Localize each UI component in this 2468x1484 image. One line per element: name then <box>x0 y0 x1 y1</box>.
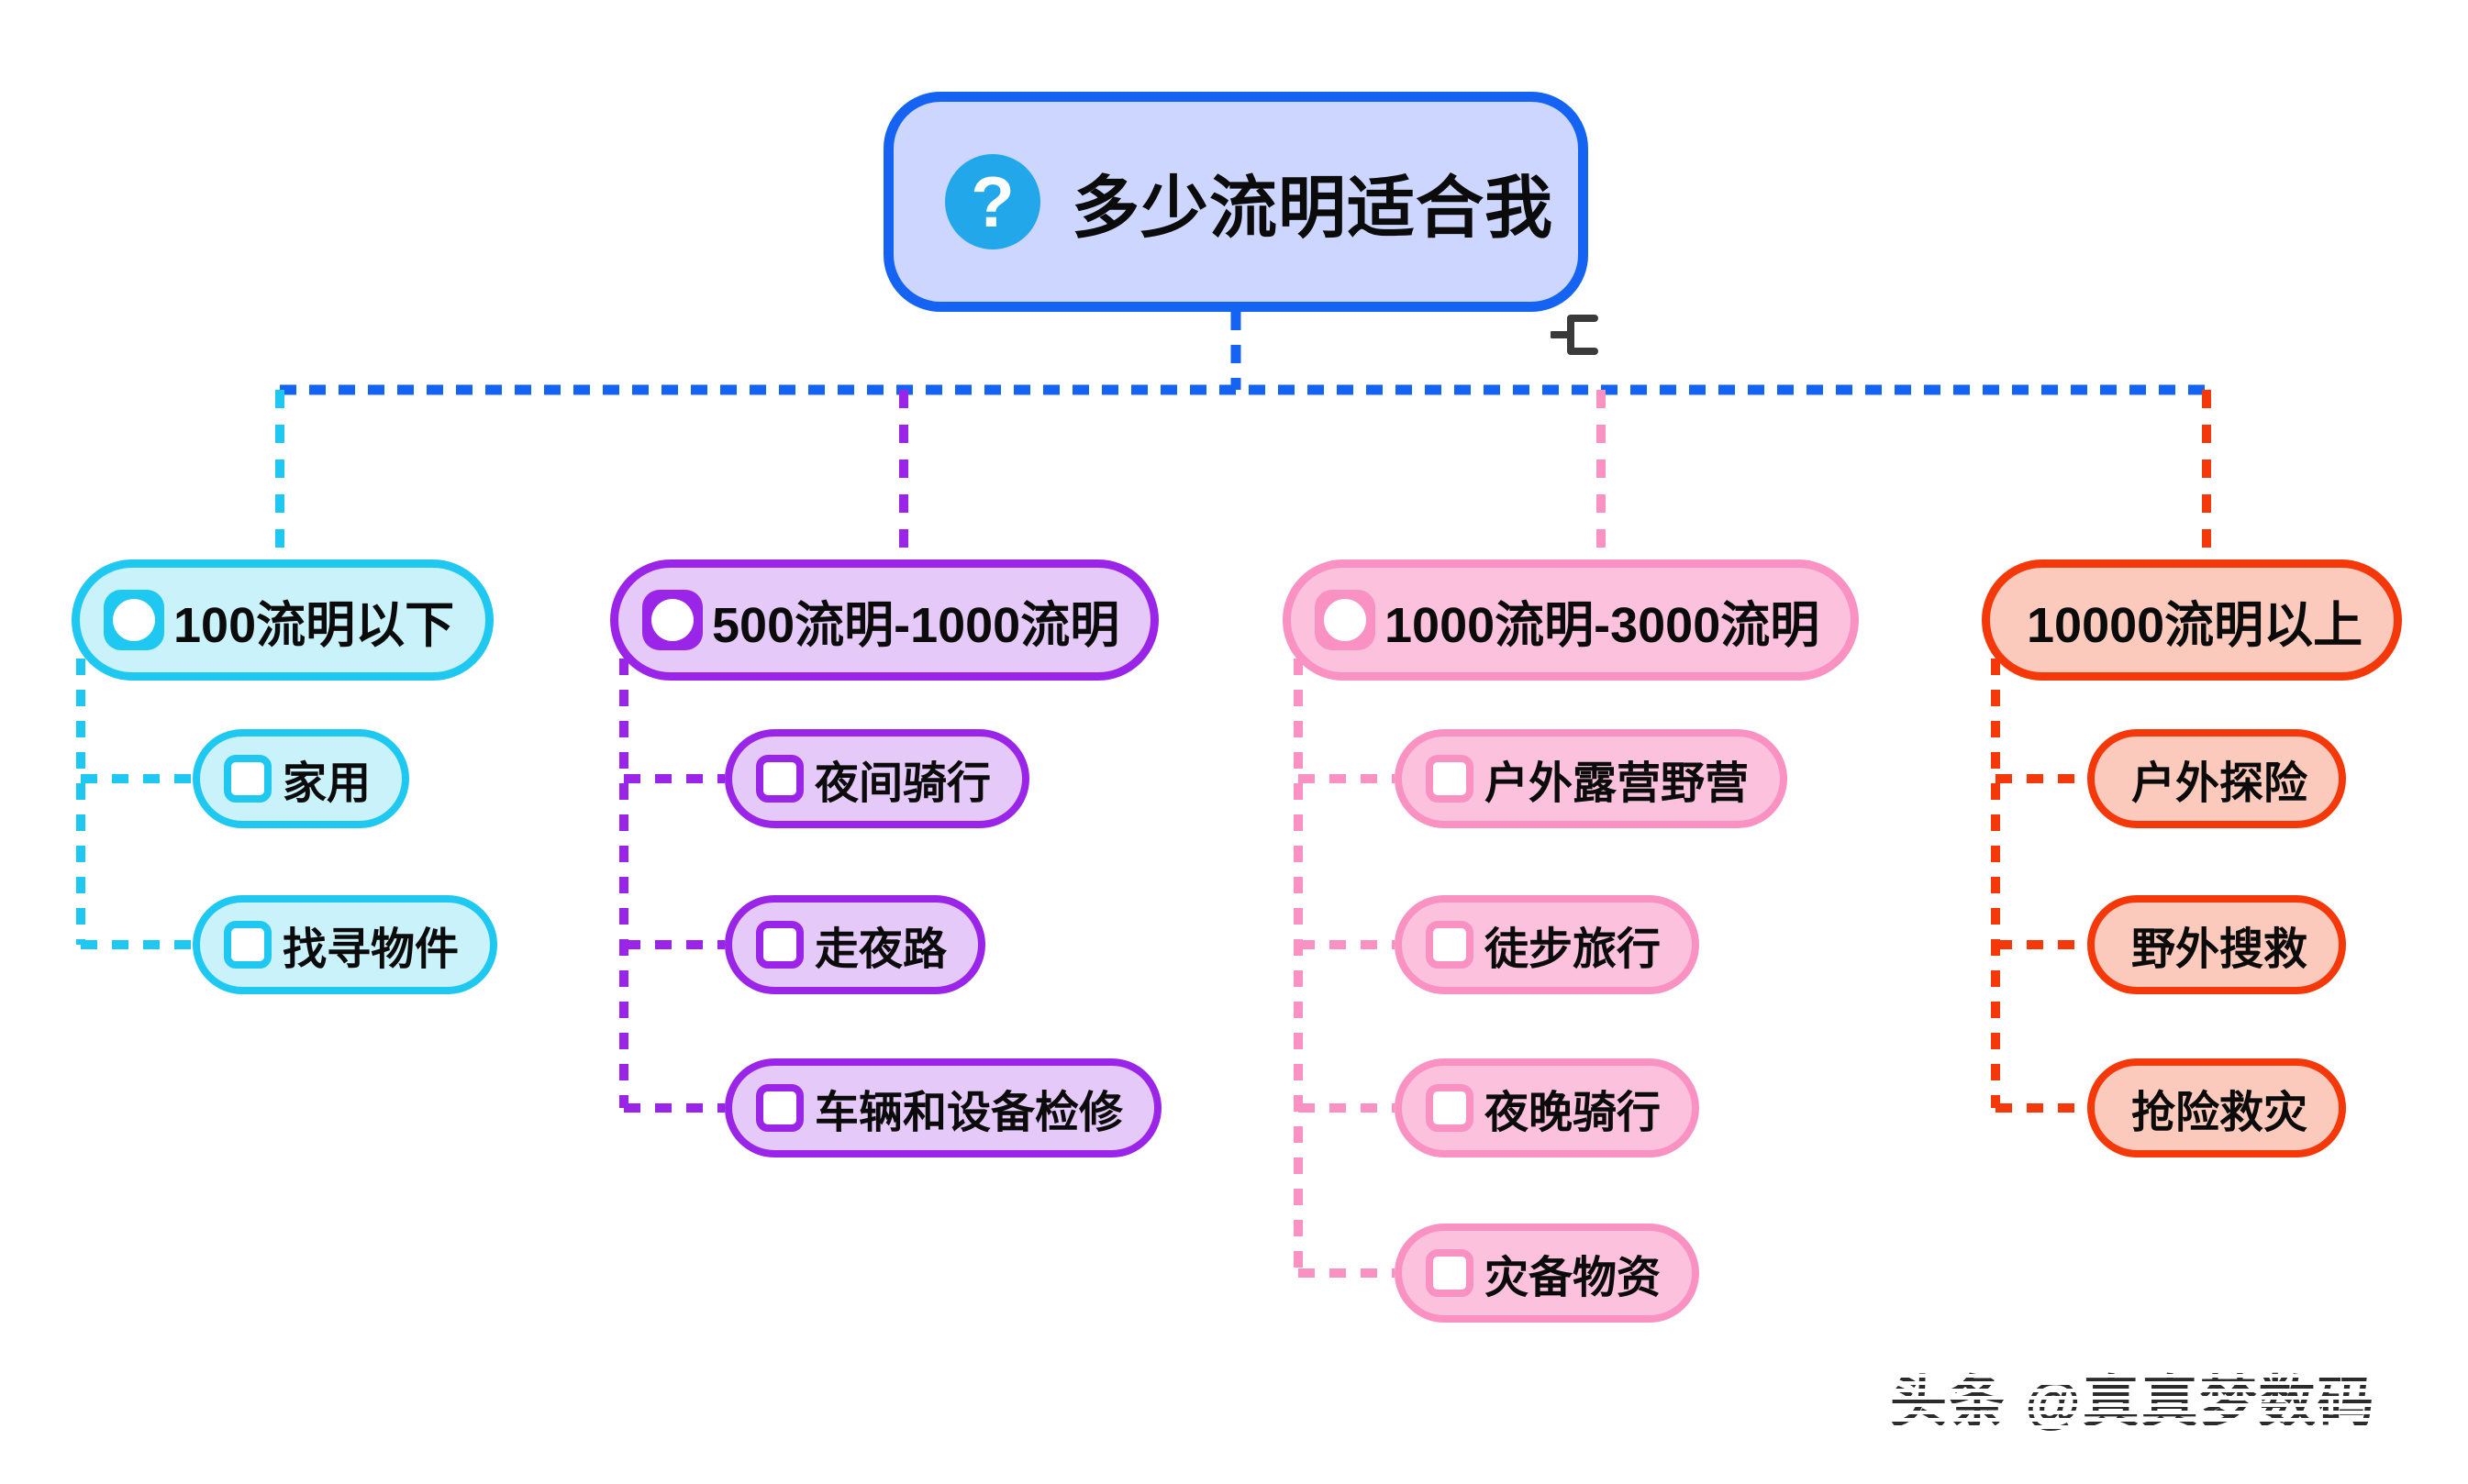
leaf-node-3-2-label: 徒步旅行 <box>1484 925 1662 974</box>
branch-node-4[interactable]: 10000流明以上 <box>1982 559 2403 681</box>
leaf-node-2-2-label: 走夜路 <box>815 925 948 974</box>
leaf-node-4-1-label: 户外探险 <box>2131 759 2308 808</box>
leaf-node-1-2-label: 找寻物件 <box>283 925 460 974</box>
branch-circle-icon <box>1315 590 1375 650</box>
question-mark-icon: ? <box>945 154 1040 249</box>
leaf-node-2-3[interactable]: 车辆和设备检修 <box>725 1058 1162 1157</box>
leaf-node-2-1-label: 夜间骑行 <box>815 759 992 808</box>
checkbox-icon[interactable] <box>224 755 272 803</box>
leaf-node-2-3-label: 车辆和设备检修 <box>815 1089 1124 1137</box>
leaf-node-3-4-label: 灾备物资 <box>1484 1254 1662 1302</box>
branch-circle-icon <box>642 590 703 650</box>
leaf-node-4-2-label: 野外搜救 <box>2131 925 2308 974</box>
leaf-node-4-3[interactable]: 抢险救灾 <box>2087 1058 2347 1157</box>
checkbox-icon[interactable] <box>1426 1249 1473 1297</box>
branch-node-4-label: 10000流明以上 <box>2027 597 2363 653</box>
root-node[interactable]: ? 多少流明适合我 <box>884 92 1588 312</box>
leaf-node-2-1[interactable]: 夜间骑行 <box>725 729 1030 828</box>
leaf-node-4-2[interactable]: 野外搜救 <box>2087 895 2347 994</box>
leaf-node-3-4[interactable]: 灾备物资 <box>1395 1224 1700 1323</box>
branch-node-1-label: 100流明以下 <box>173 597 455 653</box>
leaf-node-1-1-label: 家用 <box>283 759 372 808</box>
watermark: 头条 @真真梦数码 <box>1890 1356 2376 1438</box>
branch-node-2[interactable]: 500流明-1000流明 <box>610 559 1160 681</box>
leaf-node-3-1-label: 户外露营野营 <box>1484 759 1750 808</box>
branch-node-2-label: 500流明-1000流明 <box>712 597 1120 653</box>
branch-node-3[interactable]: 1000流明-3000流明 <box>1283 559 1860 681</box>
leaf-node-3-1[interactable]: 户外露营野营 <box>1395 729 1788 828</box>
branch-fork-icon[interactable] <box>1551 310 1604 360</box>
checkbox-icon[interactable] <box>756 1084 804 1132</box>
leaf-node-4-3-label: 抢险救灾 <box>2131 1089 2308 1137</box>
checkbox-icon[interactable] <box>1426 921 1473 969</box>
leaf-node-4-1[interactable]: 户外探险 <box>2087 729 2347 828</box>
checkbox-icon[interactable] <box>1426 1084 1473 1132</box>
checkbox-icon[interactable] <box>1426 755 1473 803</box>
root-node-label: 多少流明适合我 <box>1072 169 1553 246</box>
checkbox-icon[interactable] <box>224 921 272 969</box>
branch-node-3-label: 1000流明-3000流明 <box>1384 597 1820 653</box>
branch-node-1[interactable]: 100流明以下 <box>72 559 495 681</box>
checkbox-icon[interactable] <box>756 921 804 969</box>
leaf-node-1-2[interactable]: 找寻物件 <box>193 895 498 994</box>
leaf-node-2-2[interactable]: 走夜路 <box>725 895 986 994</box>
branch-circle-icon <box>104 590 164 650</box>
leaf-node-3-3[interactable]: 夜晚骑行 <box>1395 1058 1700 1157</box>
leaf-node-3-3-label: 夜晚骑行 <box>1484 1089 1662 1137</box>
checkbox-icon[interactable] <box>756 755 804 803</box>
leaf-node-1-1[interactable]: 家用 <box>193 729 410 828</box>
leaf-node-3-2[interactable]: 徒步旅行 <box>1395 895 1700 994</box>
